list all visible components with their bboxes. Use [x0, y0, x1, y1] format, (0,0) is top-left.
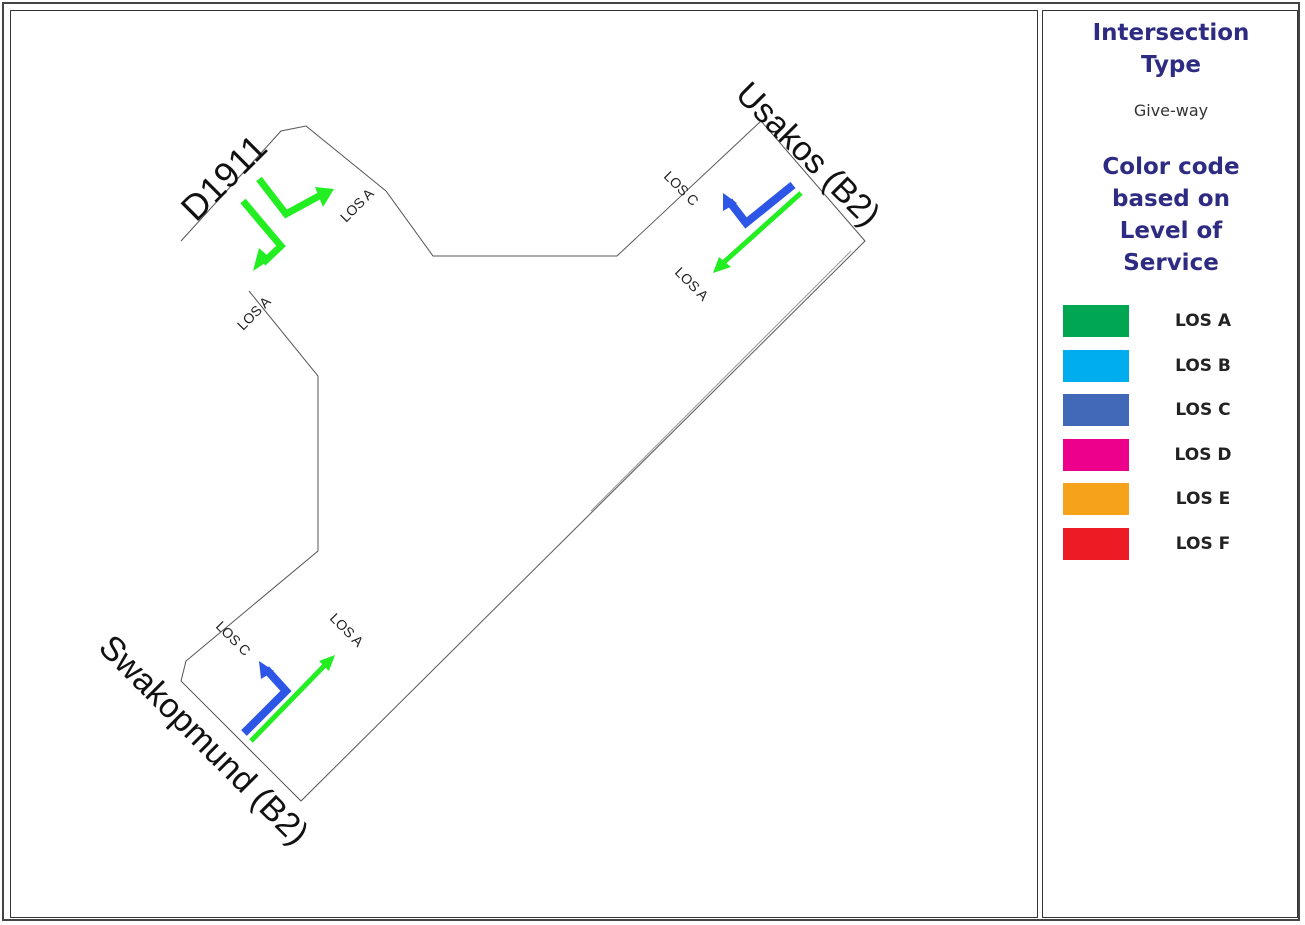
- legend-swatch-los-b: [1063, 349, 1129, 382]
- road-label-usakos: Usakos (B2): [728, 75, 887, 234]
- legend-swatch-los-a: [1063, 305, 1129, 337]
- legend-swatch-los-e: [1063, 483, 1129, 515]
- road-median: [590, 250, 852, 512]
- los-label-swakopmund-through: LOS A: [327, 610, 367, 650]
- usakos-arrows: [713, 181, 803, 273]
- legend-panel: Intersection Type Give-way Color code ba…: [1042, 10, 1298, 918]
- swakopmund-through-arrowhead: [319, 655, 335, 671]
- los-label-d1911-right: LOS A: [337, 185, 377, 225]
- intersection-type-title: Intersection Type: [1092, 20, 1250, 78]
- legend-label-los-e: LOS E: [1175, 489, 1231, 509]
- d1911-left-turn-arrowhead: [253, 248, 271, 271]
- d1911-right-turn-arrow: [256, 176, 321, 219]
- usakos-through-arrow: [721, 191, 803, 265]
- swakopmund-right-turn-arrowhead: [259, 661, 274, 679]
- legend-label-los-d: LOS D: [1174, 444, 1232, 465]
- color-code-title: Color code based on Level of Service: [1102, 154, 1240, 276]
- legend-label-los-f: LOS F: [1175, 533, 1231, 554]
- legend-swatch-los-f: [1063, 527, 1129, 560]
- los-label-d1911-down: LOS A: [234, 293, 274, 333]
- usakos-right-turn-arrow: [725, 181, 796, 229]
- swakopmund-right-turn-arrow: [241, 666, 292, 736]
- legend-label-los-c: LOS C: [1175, 400, 1231, 420]
- intersection-type-value: Give-way: [1133, 101, 1209, 120]
- legend-label-los-a: LOS A: [1175, 311, 1231, 331]
- los-label-swakopmund-right: LOS C: [213, 618, 254, 659]
- legend-label-los-b: LOS B: [1175, 355, 1231, 376]
- legend-swatch-los-c: [1063, 394, 1129, 426]
- legend-swatch-los-d: [1063, 438, 1129, 471]
- intersection-diagram: D1911 Usakos (B2) Swakopmund (B2) LOS A …: [91, 75, 887, 853]
- swakopmund-through-arrow: [249, 662, 328, 743]
- d1911-arrows: [240, 176, 334, 271]
- usakos-right-turn-arrowhead: [723, 193, 737, 211]
- los-label-usakos-through: LOS A: [672, 264, 712, 304]
- intersection-diagram-panel: D1911 Usakos (B2) Swakopmund (B2) LOS A …: [10, 10, 1038, 918]
- road-outline: [180, 120, 866, 802]
- los-label-usakos-right: LOS C: [661, 168, 702, 209]
- road-label-swakopmund: Swakopmund (B2): [91, 628, 316, 853]
- swakopmund-arrows: [241, 655, 335, 743]
- d1911-right-turn-arrowhead: [315, 187, 334, 207]
- road-label-d1911: D1911: [173, 127, 275, 229]
- usakos-through-arrowhead: [713, 257, 731, 273]
